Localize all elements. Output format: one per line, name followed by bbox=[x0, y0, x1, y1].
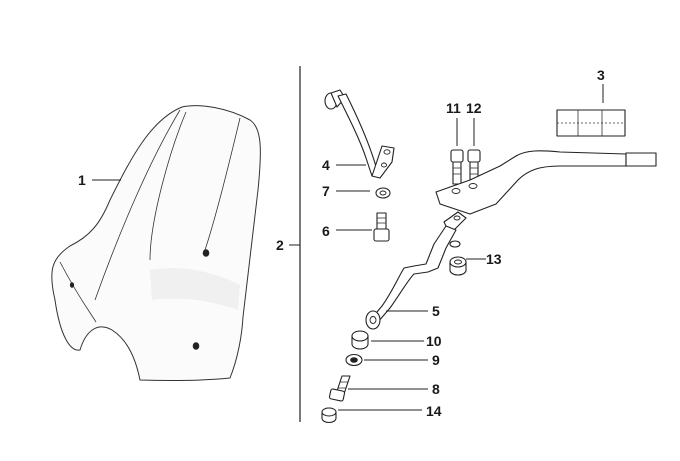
bolt-11 bbox=[450, 149, 464, 185]
bushing-10 bbox=[351, 330, 369, 350]
callout-5: 5 bbox=[432, 303, 440, 319]
windshield bbox=[51, 105, 261, 382]
washer-9 bbox=[345, 353, 363, 367]
spacer-13 bbox=[449, 256, 467, 276]
callout-11: 11 bbox=[446, 100, 461, 116]
washer-7 bbox=[375, 187, 391, 199]
callout-6: 6 bbox=[322, 223, 330, 239]
bolt-8 bbox=[328, 375, 351, 402]
callout-8: 8 bbox=[432, 381, 440, 397]
lower-bracket bbox=[365, 211, 467, 330]
mount-hole-lower bbox=[192, 342, 200, 350]
label-plate bbox=[556, 109, 626, 137]
callout-1: 1 bbox=[78, 172, 86, 188]
callout-9: 9 bbox=[432, 352, 440, 368]
callout-12: 12 bbox=[466, 100, 482, 116]
callout-2: 2 bbox=[276, 237, 284, 253]
mount-hole-upper bbox=[202, 249, 210, 257]
callout-14: 14 bbox=[426, 403, 442, 419]
callout-3: 3 bbox=[597, 67, 605, 83]
bolt-6 bbox=[373, 212, 390, 242]
mount-hole-left bbox=[69, 282, 75, 288]
callout-10: 10 bbox=[426, 333, 442, 349]
cap-14 bbox=[321, 407, 337, 424]
callout-13: 13 bbox=[486, 251, 502, 267]
callout-4: 4 bbox=[322, 157, 330, 173]
handlebar-clamp bbox=[435, 150, 657, 215]
bolt-12 bbox=[467, 149, 481, 185]
callout-7: 7 bbox=[322, 183, 330, 199]
upper-bracket bbox=[324, 89, 395, 179]
